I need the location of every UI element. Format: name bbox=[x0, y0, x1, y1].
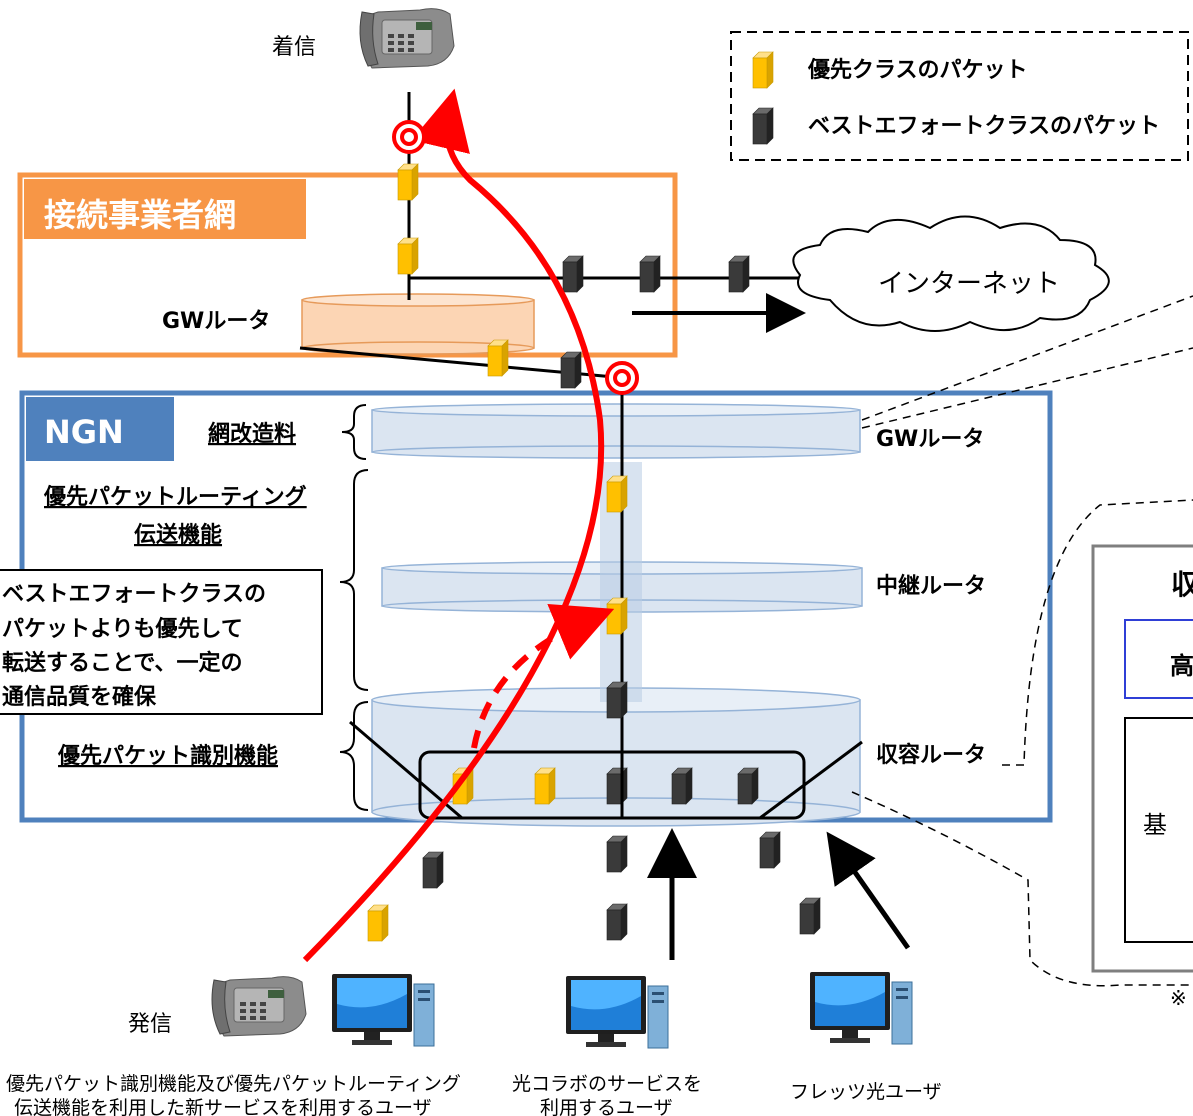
user2-caption-line2: 利用するユーザ bbox=[540, 1097, 673, 1116]
pc-icon-user2 bbox=[565, 975, 669, 1049]
ngn-gw-label: GWルータ bbox=[876, 427, 984, 452]
besteffort-packet bbox=[639, 255, 661, 293]
note-line-1: ベストエフォートクラスの bbox=[2, 582, 266, 607]
besteffort-packet bbox=[606, 835, 628, 873]
side-panel: 収 高 基 ※ bbox=[1091, 544, 1193, 1010]
note-line-4: 通信品質を確保 bbox=[2, 684, 157, 710]
operator-gw-label: GWルータ bbox=[162, 309, 270, 334]
user1-caption-line2: 伝送機能を利用した新サービスを利用するユーザ bbox=[14, 1097, 432, 1116]
incoming-label: 着信 bbox=[272, 35, 316, 60]
relay-router-label: 中継ルータ bbox=[876, 573, 986, 599]
besteffort-packet bbox=[560, 351, 582, 389]
internet-label: インターネット bbox=[878, 269, 1060, 299]
priority-packet bbox=[397, 163, 419, 201]
side-panel-row1: 高 bbox=[1170, 652, 1193, 680]
priority-mark-top bbox=[392, 120, 426, 154]
operator-network-title: 接続事業者網 bbox=[44, 196, 236, 234]
besteffort-packet bbox=[562, 255, 584, 293]
priority-mark-ngn bbox=[605, 361, 639, 395]
priority-packet-icon bbox=[752, 51, 774, 89]
fee-label: 網改造料 bbox=[208, 421, 296, 447]
routing-function-label-2: 伝送機能 bbox=[134, 522, 222, 548]
side-panel-title: 収 bbox=[1171, 568, 1193, 601]
besteffort-packet bbox=[728, 255, 750, 293]
besteffort-packet bbox=[671, 767, 693, 805]
outgoing-label: 発信 bbox=[128, 1012, 172, 1037]
callout-lines bbox=[851, 295, 1193, 987]
besteffort-packet bbox=[737, 767, 759, 805]
besteffort-packet-icon bbox=[752, 107, 774, 145]
user2-caption-line1: 光コラボのサービスを bbox=[512, 1073, 702, 1095]
priority-path-arrow bbox=[302, 88, 605, 963]
besteffort-packet bbox=[606, 681, 628, 719]
legend-priority-label: 優先クラスのパケット bbox=[807, 58, 1028, 83]
priority-packet bbox=[606, 475, 628, 513]
priority-note-box: ベストエフォートクラスの パケットよりも優先して 転送することで、一定の 通信品… bbox=[0, 569, 323, 715]
note-line-2: パケットよりも優先して bbox=[2, 617, 243, 642]
access-router-label: 収容ルータ bbox=[876, 742, 986, 768]
routing-function-label: 優先パケットルーティング bbox=[43, 484, 307, 510]
legend-besteffort-label: ベストエフォートクラスのパケット bbox=[808, 114, 1160, 139]
user1-caption-line1: 優先パケット識別機能及び優先パケットルーティング bbox=[6, 1073, 461, 1095]
besteffort-packet bbox=[422, 851, 444, 889]
internet-cloud bbox=[792, 215, 1110, 332]
priority-packet bbox=[397, 237, 419, 275]
besteffort-packet bbox=[606, 903, 628, 941]
priority-packet bbox=[487, 339, 509, 377]
priority-packet bbox=[606, 597, 628, 635]
note-line-3: 転送することで、一定の bbox=[2, 650, 242, 676]
pc-icon-user3 bbox=[809, 971, 913, 1045]
legend: 優先クラスのパケット ベストエフォートクラスのパケット bbox=[730, 31, 1189, 161]
side-panel-row2: 基 bbox=[1143, 811, 1167, 839]
upstream-arrow bbox=[826, 831, 911, 950]
priority-forward-dashed-arrow bbox=[471, 603, 615, 749]
operator-network-title-bg bbox=[24, 179, 306, 239]
ngn-gw-router bbox=[371, 403, 861, 459]
outgoing-phone-icon bbox=[211, 976, 307, 1037]
besteffort-packet bbox=[759, 831, 781, 869]
user3-caption: フレッツ光ユーザ bbox=[790, 1081, 942, 1103]
identify-function-label: 優先パケット識別機能 bbox=[57, 743, 278, 769]
besteffort-packet bbox=[799, 897, 821, 935]
braces bbox=[339, 404, 369, 811]
besteffort-packet bbox=[606, 767, 628, 805]
ngn-title-bg bbox=[26, 397, 174, 461]
ngn-title: NGN bbox=[44, 413, 124, 451]
priority-packet bbox=[367, 904, 389, 942]
side-panel-note: ※ bbox=[1170, 986, 1187, 1010]
pc-icon-user1 bbox=[331, 973, 435, 1047]
priority-packet bbox=[534, 767, 556, 805]
incoming-phone-icon bbox=[359, 8, 455, 69]
